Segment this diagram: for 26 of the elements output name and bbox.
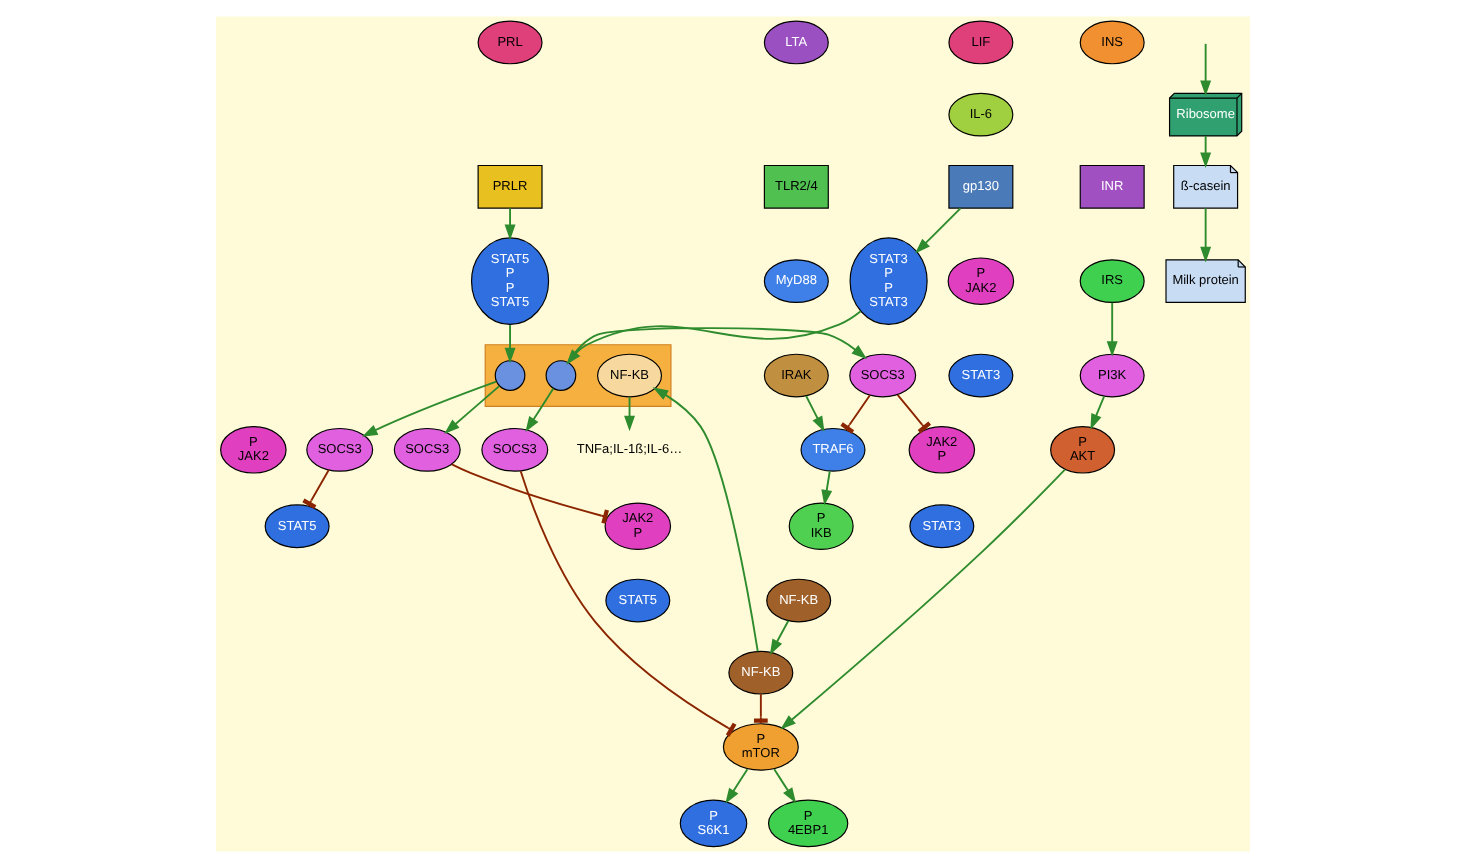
arrow [1200,42,1212,97]
node-circle [545,360,577,391]
arrow [821,470,833,506]
arrow [1090,395,1106,430]
arrow [525,387,555,433]
connector [302,469,330,509]
arrow [504,324,516,364]
arrow [773,768,797,804]
arrow [1200,135,1212,169]
arrow [1200,207,1212,263]
arrow [504,207,516,241]
arrow [652,387,759,653]
arrow [780,468,1066,730]
arrow [444,385,501,434]
arrow [805,395,825,432]
node-circle [494,360,526,391]
connector [519,470,737,737]
connector [840,394,871,434]
arrow [769,619,790,655]
connector [450,463,609,524]
connector [896,393,931,434]
arrow [1106,301,1118,357]
arrow [915,207,962,254]
arrow [361,380,498,437]
arrow [725,768,749,804]
arrow [624,396,635,432]
